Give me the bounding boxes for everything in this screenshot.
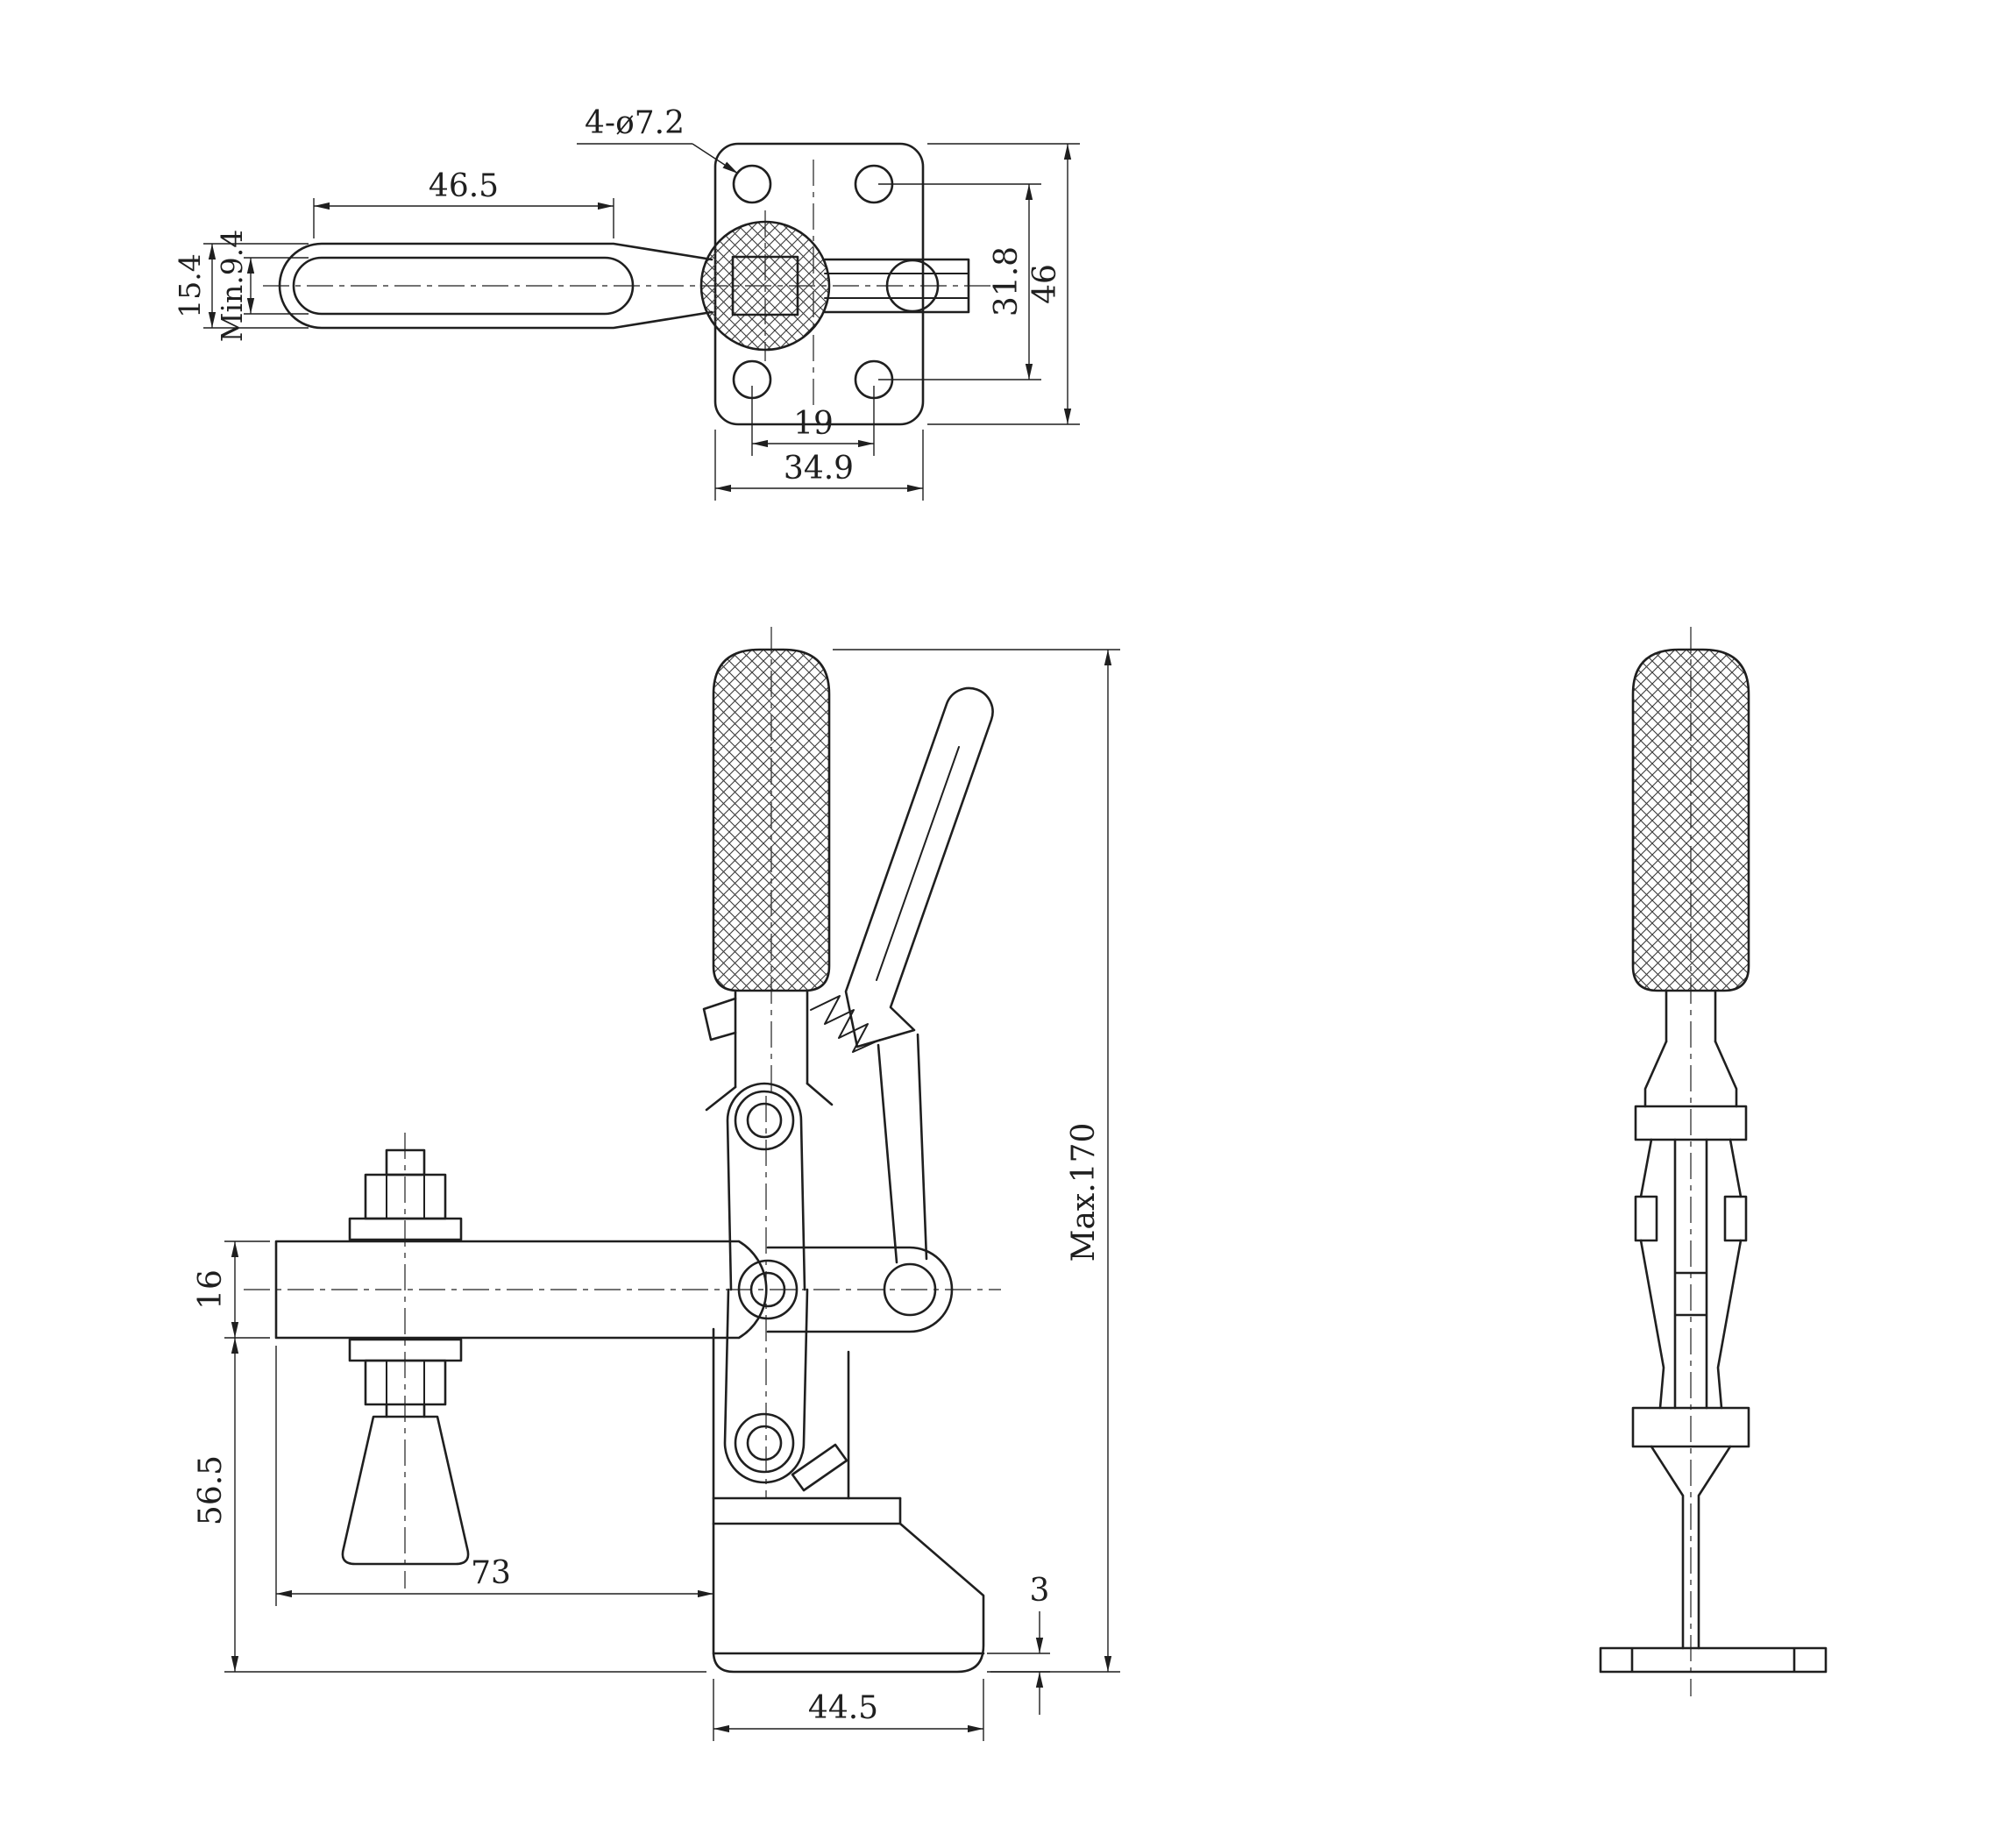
spindle-nut-bottom-facets <box>386 1360 425 1405</box>
front-view: 16 56.5 73 44.5 3 Max.170 <box>193 627 1120 1741</box>
release-lever-arm <box>877 1033 928 1264</box>
upper-link-plate <box>726 1082 806 1291</box>
spindle-nut-top-facets <box>386 1174 425 1219</box>
lower-pivot-pin <box>746 1425 783 1461</box>
handle-shaft <box>734 989 809 1089</box>
dim-base-plate-thickness: 3 <box>1030 1573 1050 1609</box>
yoke-side <box>1643 1040 1738 1108</box>
body-outline <box>712 1327 985 1674</box>
dim-bar-thickness: 16 <box>193 1269 229 1310</box>
top-view-geometry <box>278 142 970 426</box>
dim-bar-underside-height: 56.5 <box>193 1455 229 1525</box>
body-inner-plates-side <box>1673 1138 1708 1410</box>
lobe-pivot <box>883 1262 937 1317</box>
release-lever <box>844 686 994 1048</box>
arm-right-stub-inner <box>824 273 969 299</box>
side-tab-right <box>1723 1195 1748 1242</box>
rubber-foot <box>341 1415 470 1566</box>
spindle-shaft <box>385 1403 426 1418</box>
dim-hole-pitch-h: 19 <box>793 406 834 442</box>
handle-knob-top <box>699 220 831 352</box>
handle-hub <box>731 255 799 316</box>
dim-overall-height: Max.170 <box>1066 1123 1102 1262</box>
base-foot-side <box>1599 1646 1828 1674</box>
arm-right-stub <box>823 258 970 314</box>
dim-slot-length: 46.5 <box>429 168 499 204</box>
pivot-washer-top <box>885 259 940 313</box>
dim-plate-width: 34.9 <box>784 451 854 487</box>
clamp-arm-outline <box>278 242 713 330</box>
front-view-dimensions: 16 56.5 73 44.5 3 Max.170 <box>193 649 1120 1741</box>
dim-plate-length: 46 <box>1027 264 1063 304</box>
spindle-washer-top <box>348 1217 463 1241</box>
dim-reach: 73 <box>471 1555 511 1591</box>
upper-pivot <box>734 1090 795 1151</box>
lower-pivot <box>734 1412 795 1474</box>
spring <box>810 995 881 1053</box>
body-widening-side <box>1639 1138 1743 1198</box>
front-view-centerlines <box>244 627 1001 1589</box>
mounting-hole <box>732 164 772 204</box>
spindle-nut-bottom <box>364 1359 447 1406</box>
dim-arm-width: 15.4 <box>173 253 207 317</box>
side-tab-left <box>1634 1195 1658 1242</box>
middle-pivot <box>737 1259 799 1320</box>
front-view-geometry <box>274 648 994 1674</box>
upper-boss-side <box>1634 1105 1748 1141</box>
middle-pivot-pin <box>749 1271 786 1308</box>
lower-link-plate <box>723 1288 809 1484</box>
dim-slot-min-width: Min.9.4 <box>215 230 249 343</box>
dim-base-width: 44.5 <box>808 1690 878 1726</box>
body-joint-lines <box>712 1496 902 1525</box>
right-lobe <box>766 1246 954 1333</box>
top-view-centerlines <box>263 160 995 409</box>
handle-stop-tab <box>702 997 737 1041</box>
upper-pivot-pin <box>746 1102 783 1139</box>
top-view: 46.5 15.4 Min.9.4 4-ø7.2 31.8 46 19 <box>173 105 1080 501</box>
clamp-arm <box>274 1240 768 1340</box>
clamp-arm-slot <box>292 256 635 316</box>
base-neck-side <box>1650 1445 1732 1650</box>
body-narrowing-side <box>1639 1239 1743 1410</box>
release-lever-fold <box>876 746 960 981</box>
handle-shaft-side <box>1665 989 1717 1043</box>
handle-grip-side <box>1631 648 1750 992</box>
handle-yoke <box>705 1082 834 1112</box>
side-view-geometry <box>1599 648 1828 1674</box>
stop-slot <box>791 1443 848 1492</box>
lower-boss-side <box>1631 1406 1750 1448</box>
dim-holes-callout: 4-ø7.2 <box>585 105 685 141</box>
handle-grip <box>712 648 831 992</box>
dim-hole-pitch-v: 31.8 <box>989 246 1025 316</box>
side-view <box>1599 627 1828 1696</box>
top-view-dimensions: 46.5 15.4 Min.9.4 4-ø7.2 31.8 46 19 <box>173 105 1080 501</box>
